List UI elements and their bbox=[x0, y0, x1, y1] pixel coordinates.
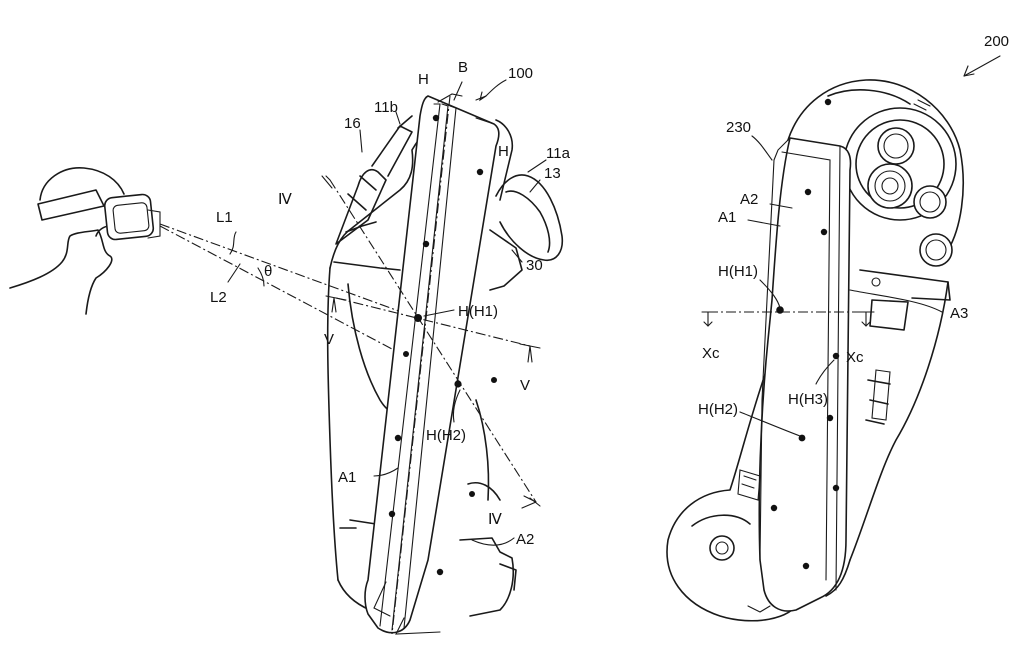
label-30: 30 bbox=[526, 257, 543, 274]
label-L1: L1 bbox=[216, 209, 233, 226]
left-light-points bbox=[388, 114, 497, 576]
label-H-H2-right: H(H2) bbox=[698, 401, 738, 418]
label-11a: 11a bbox=[546, 145, 571, 162]
label-H-H1: H(H1) bbox=[458, 303, 498, 320]
label-V-right: V bbox=[520, 377, 530, 394]
label-ref-200: 200 bbox=[984, 33, 1009, 50]
marker-dot bbox=[491, 377, 497, 383]
marker-dot bbox=[476, 168, 484, 176]
label-13: 13 bbox=[544, 165, 561, 182]
label-theta: θ bbox=[264, 263, 272, 280]
left-section-lines bbox=[321, 175, 541, 509]
marker-dot bbox=[770, 504, 778, 512]
label-IV-top: Ⅳ bbox=[278, 191, 292, 208]
label-H-H2: H(H2) bbox=[426, 427, 466, 444]
user-head-with-hmd bbox=[9, 167, 161, 315]
marker-dot bbox=[469, 491, 475, 497]
left-leader-lines bbox=[359, 79, 547, 546]
label-A2: A2 bbox=[516, 531, 534, 548]
label-11b: 11b bbox=[374, 99, 398, 116]
marker-dot bbox=[436, 568, 444, 576]
right-leader-lines bbox=[739, 55, 1001, 437]
label-A3: A3 bbox=[950, 305, 968, 322]
label-Xc-right: Xc bbox=[846, 349, 864, 366]
marker-dot bbox=[824, 98, 832, 106]
label-16: 16 bbox=[344, 115, 361, 132]
right-section-line bbox=[701, 311, 875, 327]
label-B: B bbox=[458, 59, 468, 76]
label-A1-right: A1 bbox=[718, 209, 736, 226]
marker-dot bbox=[422, 240, 430, 248]
marker-dot bbox=[802, 562, 810, 570]
label-ref-230: 230 bbox=[726, 119, 751, 136]
marker-dot bbox=[432, 114, 440, 122]
label-Xc-left: Xc bbox=[702, 345, 720, 362]
marker-dot bbox=[454, 380, 462, 388]
left-controller-100 bbox=[326, 93, 564, 635]
label-H-top: H bbox=[418, 71, 429, 88]
marker-dot bbox=[394, 434, 402, 442]
label-V-left: V bbox=[324, 331, 334, 348]
marker-dot bbox=[826, 414, 834, 422]
marker-dot bbox=[804, 188, 812, 196]
sight-lines bbox=[159, 223, 459, 385]
right-labels: 200 230 A2 A1 H(H1) A3 Xc Xc H(H3) H(H2) bbox=[698, 33, 1009, 418]
label-A2-right: A2 bbox=[740, 191, 758, 208]
left-labels: 100 H B 11b 16 H 11a 13 Ⅳ L1 L2 θ 30 V H… bbox=[210, 59, 571, 548]
label-ref-100: 100 bbox=[508, 65, 533, 82]
label-H-H3: H(H3) bbox=[788, 391, 828, 408]
marker-dot bbox=[776, 306, 784, 314]
label-L2: L2 bbox=[210, 289, 227, 306]
marker-dot bbox=[832, 484, 840, 492]
marker-dot bbox=[820, 228, 828, 236]
right-controller-200 bbox=[666, 79, 965, 622]
marker-dot bbox=[832, 352, 840, 360]
marker-dot bbox=[403, 351, 409, 357]
label-H-side: H bbox=[498, 143, 509, 160]
marker-dot bbox=[388, 510, 396, 518]
label-H-H1-right: H(H1) bbox=[718, 263, 758, 280]
label-IV-bottom: Ⅳ bbox=[488, 511, 502, 528]
marker-dot bbox=[414, 314, 422, 322]
label-A1: A1 bbox=[338, 469, 356, 486]
